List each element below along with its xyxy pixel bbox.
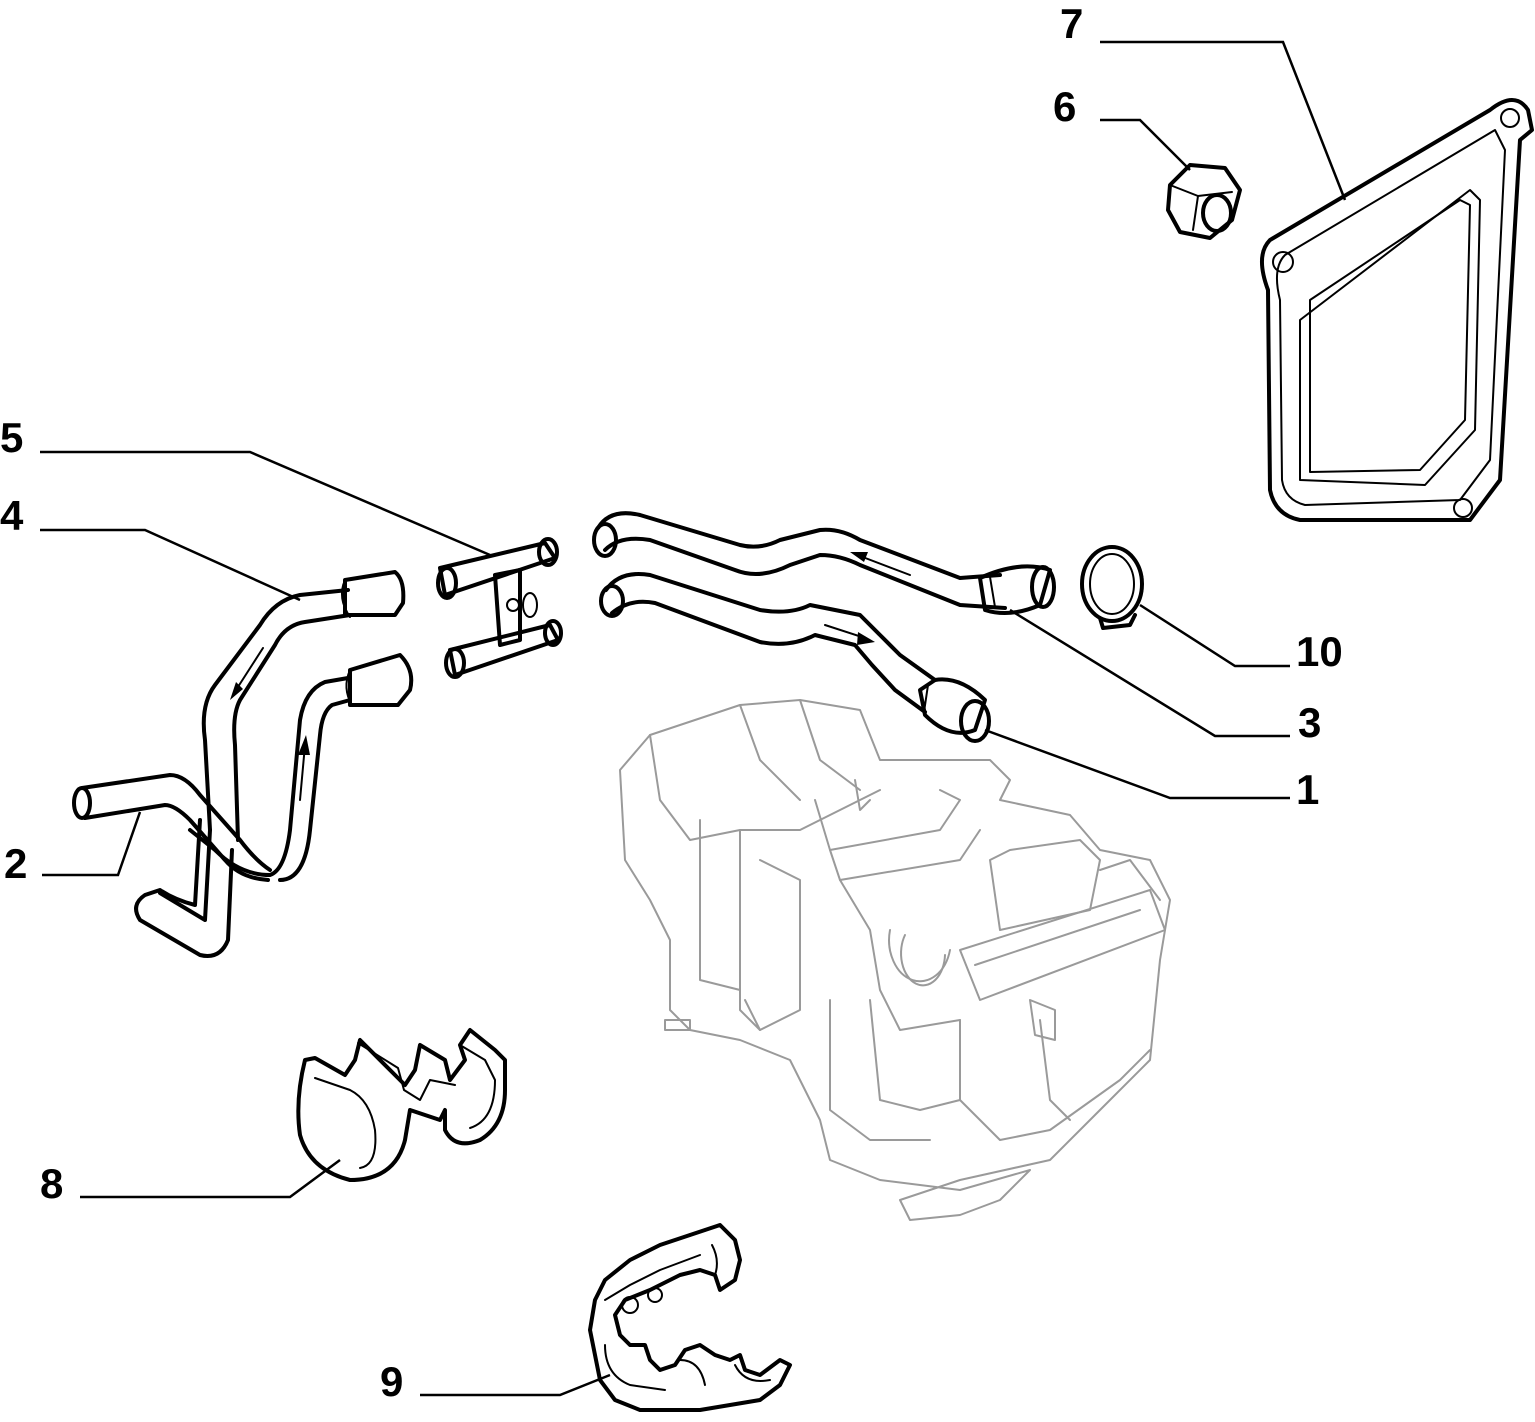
leader-line-5 [40,450,491,557]
callout-9: 9 [380,1358,403,1405]
callout-6: 6 [1053,83,1076,130]
pipe-pair-part [188,570,414,882]
leader-line-1 [984,728,1290,800]
leader-line-4 [40,528,301,602]
callout-7: 7 [1060,0,1083,47]
double-clip-part [296,1028,507,1182]
callout-5: 5 [0,414,23,461]
bent-pipe-part [72,773,272,958]
callout-4: 4 [0,492,24,539]
leader-lines [40,40,1347,1397]
hose-clamp-part [1080,545,1144,630]
leader-line-6 [1100,118,1191,171]
gasket-frame-part [1260,98,1534,522]
lower-hose-part [599,572,991,743]
leader-line-3 [1009,608,1290,738]
multi-clip-part [588,1223,792,1412]
leader-line-2 [42,811,142,877]
callout-labels: 7 6 5 4 2 10 3 1 8 9 [0,0,1343,1405]
callout-1: 1 [1296,766,1319,813]
leader-line-7 [1100,40,1347,201]
leader-line-9 [420,1373,611,1397]
callout-3: 3 [1298,699,1321,746]
hex-nut-part [1166,163,1242,240]
leader-line-10 [1139,603,1290,668]
hvac-unit-ghost [619,699,1171,1221]
callout-2: 2 [4,840,27,887]
callout-10: 10 [1296,628,1343,675]
upper-hose-part [592,511,1056,616]
callout-8: 8 [40,1160,63,1207]
h-connector-part [436,537,563,679]
leader-line-8 [80,1158,341,1199]
